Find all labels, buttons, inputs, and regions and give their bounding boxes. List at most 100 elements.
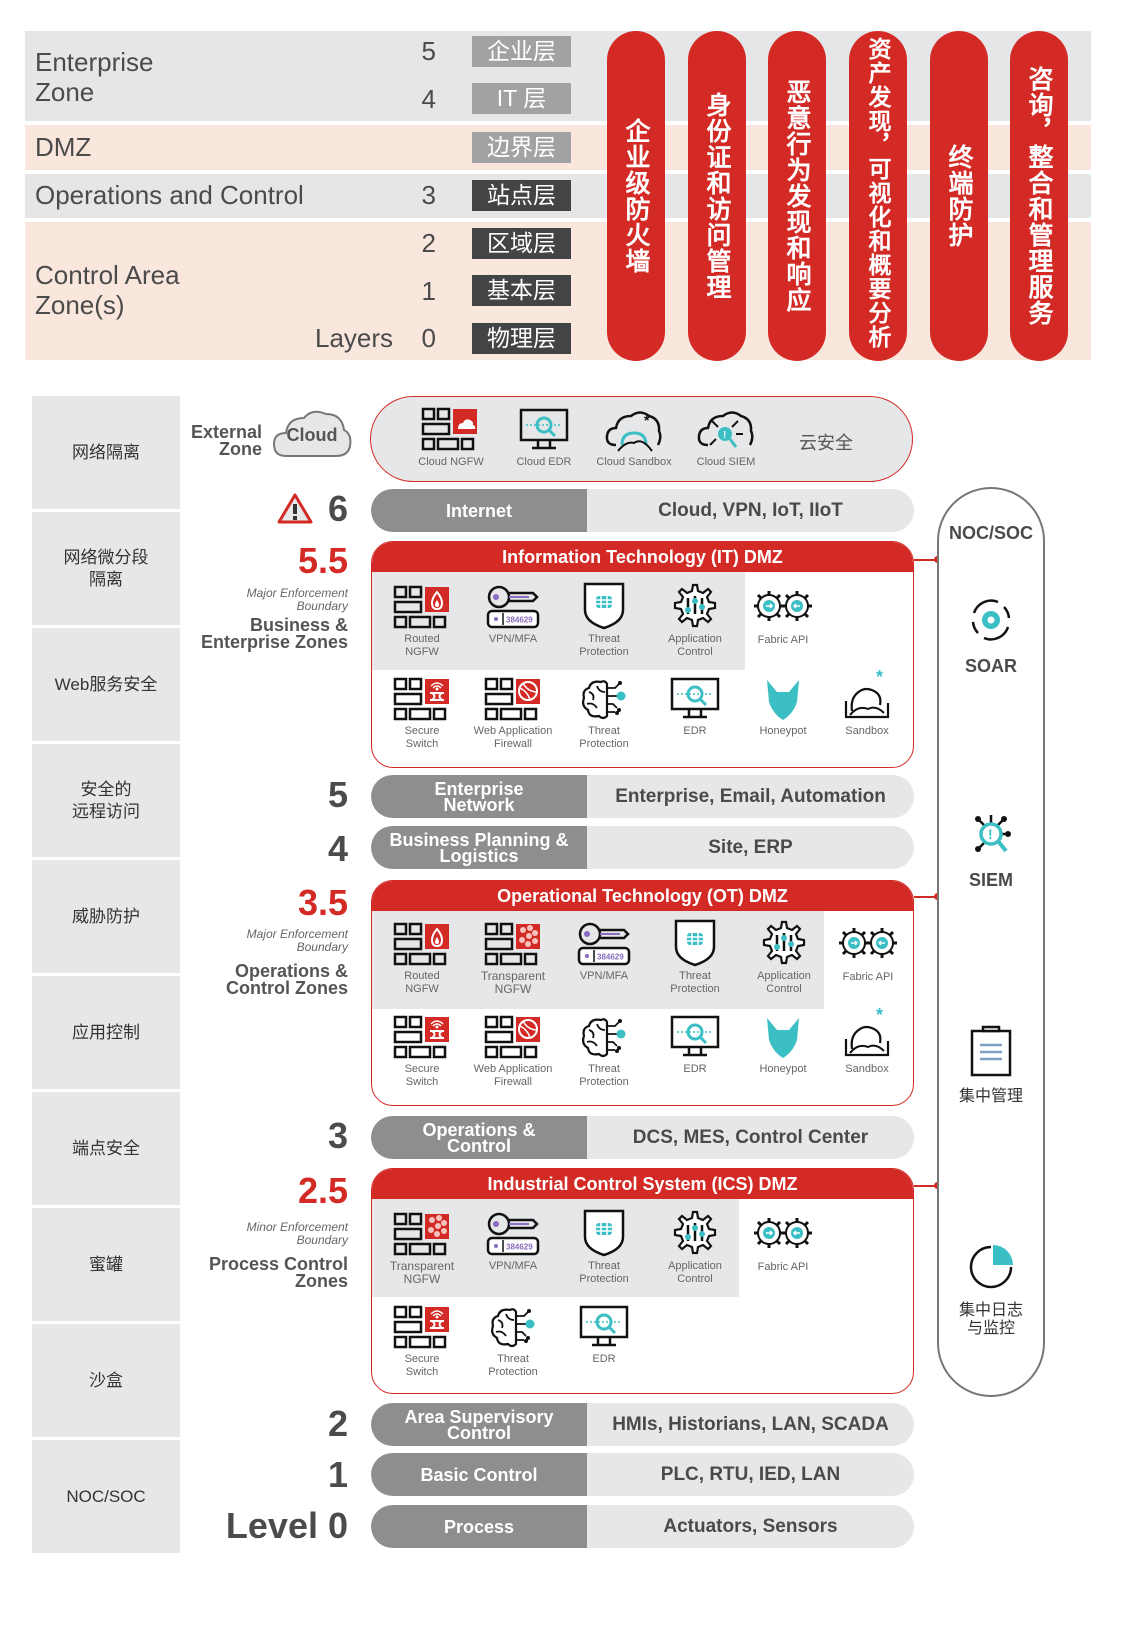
level-name: Process <box>371 1505 587 1548</box>
noc-central-management: 集中管理 <box>939 1023 1043 1106</box>
layers-label: Layers <box>315 323 394 353</box>
tool-fabric-api: Fabric API <box>737 1215 829 1274</box>
enforcement-boundary-label: Minor Enforcement Boundary <box>246 1220 348 1247</box>
level-systems: HMIs, Historians, LAN, SCADA <box>612 1413 889 1435</box>
sidebar-sandbox: 沙盒 <box>32 1324 180 1437</box>
sidebar-app-control: 应用控制 <box>32 976 180 1089</box>
shield-icon <box>583 582 625 630</box>
level-0-row: Process Actuators, Sensors <box>371 1505 914 1548</box>
svg-text:384629: 384629 <box>597 953 624 962</box>
edr-icon <box>670 1015 720 1057</box>
tool-application-control: Application Control <box>649 582 741 659</box>
level-2-number: 2 <box>327 1403 348 1444</box>
pillar-endpoint-protection: 终端防护 <box>930 31 988 361</box>
operations-control-zones-label: Operations & Control Zones <box>226 961 348 998</box>
tool-secure-switch: Secure Switch <box>376 1014 468 1089</box>
tool-cloud-sandbox: * Cloud Sandbox <box>588 407 680 469</box>
ics-dmz-title: Industrial Control System (ICS) DMZ <box>372 1169 913 1199</box>
pillar-enterprise-firewall: 企业级防火墙 <box>607 31 665 361</box>
level-2-5-number: 2.5 <box>297 1170 348 1211</box>
level-systems: Cloud, VPN, IoT, IIoT <box>658 499 843 521</box>
tool-routed-ngfw: Routed NGFW <box>376 921 468 996</box>
tool-edr: EDR <box>649 676 741 738</box>
enforcement-boundary-label: Major Enforcement Boundary <box>246 586 348 613</box>
level-systems: PLC, RTU, IED, LAN <box>660 1463 841 1485</box>
layer-tag: 物理层 <box>472 323 571 354</box>
routed-ngfw-icon <box>393 922 449 966</box>
svg-text:*: * <box>644 412 650 428</box>
soar-icon <box>971 599 1011 641</box>
brain-icon <box>582 1018 626 1058</box>
tool-label: VPN/MFA <box>579 970 629 982</box>
layer-tag: 基本层 <box>472 275 571 306</box>
tool-label: Secure Switch <box>404 1353 440 1378</box>
tool-label: Secure Switch <box>404 1063 440 1088</box>
pie-chart-icon <box>969 1245 1013 1289</box>
tool-label: EDR <box>592 1353 616 1365</box>
cloud-security-box: Cloud NGFW Cloud EDR * Cloud Sandbox ! C… <box>370 396 913 482</box>
tool-cloud-edr: Cloud EDR <box>498 407 590 469</box>
app-control-gear-icon <box>673 1210 717 1255</box>
tool-label: Routed NGFW <box>404 633 440 658</box>
level-name: Business Planning & Logistics <box>371 826 587 869</box>
external-zone-label: External Zone <box>190 422 262 459</box>
ot-dmz-title: Operational Technology (OT) DMZ <box>372 881 913 911</box>
cloud-icon <box>272 410 352 457</box>
tool-threat-protection: Threat Protection <box>558 1207 650 1286</box>
tool-label: Application Control <box>668 1260 722 1285</box>
tool-label: Sandbox <box>845 1063 889 1075</box>
connector-line <box>914 1185 938 1187</box>
level-systems: DCS, MES, Control Center <box>632 1126 869 1148</box>
tool-label: Application Control <box>668 633 722 658</box>
sidebar-web-security: Web服务安全 <box>32 628 180 741</box>
fabric-api-icon <box>754 591 812 621</box>
secure-switch-icon <box>393 1015 449 1059</box>
level-systems: Site, ERP <box>708 836 793 858</box>
tool-label: Web Application Firewall <box>473 725 553 750</box>
tool-label: Application Control <box>757 970 811 995</box>
enforcement-boundary-label: Major Enforcement Boundary <box>246 927 348 954</box>
level-name: Basic Control <box>371 1453 587 1496</box>
level-6-number: 6 <box>327 488 348 529</box>
it-dmz-row-2: Secure Switch Web Application Firewall T… <box>372 667 913 767</box>
sidebar-honeypot: 蜜罐 <box>32 1208 180 1321</box>
process-control-zones-label: Process Control Zones <box>208 1254 348 1291</box>
tool-threat-protection-ai: Threat Protection <box>558 676 650 751</box>
tool-secure-switch: Secure Switch <box>376 676 468 751</box>
level-1-number: 1 <box>327 1454 348 1495</box>
cloud-siem-icon: ! <box>697 411 754 448</box>
warning-icon <box>277 493 313 524</box>
level-name: Area Supervisory Control <box>371 1403 587 1446</box>
sidebar-microsegmentation: 网络微分段 隔离 <box>32 512 180 625</box>
sidebar-network-isolation: 网络隔离 <box>32 396 180 509</box>
edr-icon <box>579 1305 629 1347</box>
layer-number: 3 <box>421 180 436 210</box>
layer-tag: 边界层 <box>472 132 571 163</box>
svg-text:*: * <box>876 669 883 687</box>
tool-transparent-ngfw: Transparent NGFW <box>376 1211 468 1286</box>
tool-fabric-api: Fabric API <box>737 588 829 647</box>
pillar-identity-access: 身份证和访问管理 <box>688 31 746 361</box>
ot-dmz-box: Operational Technology (OT) DMZ Routed N… <box>371 880 914 1106</box>
brain-icon <box>582 680 626 720</box>
tool-label: EDR <box>683 725 707 737</box>
shield-icon <box>583 1209 625 1257</box>
ics-dmz-box: Industrial Control System (ICS) DMZ Tran… <box>371 1168 914 1394</box>
noc-item-label: SIEM <box>968 870 1013 890</box>
sidebar-noc-soc: NOC/SOC <box>32 1440 180 1553</box>
noc-soar: SOAR <box>939 593 1043 677</box>
secure-switch-icon <box>393 1305 449 1349</box>
svg-text:384629: 384629 <box>506 616 533 625</box>
level-5-5-number: 5.5 <box>297 540 348 581</box>
layer-number: 1 <box>421 276 436 306</box>
ics-dmz-row-2: Secure Switch Threat Protection EDR <box>372 1294 913 1393</box>
tool-label: Threat Protection <box>579 1063 629 1088</box>
brain-icon <box>491 1308 535 1348</box>
zone-label: Enterprise Zone <box>35 47 154 107</box>
svg-text:!: ! <box>723 430 726 441</box>
tool-application-control: Application Control <box>738 919 830 996</box>
